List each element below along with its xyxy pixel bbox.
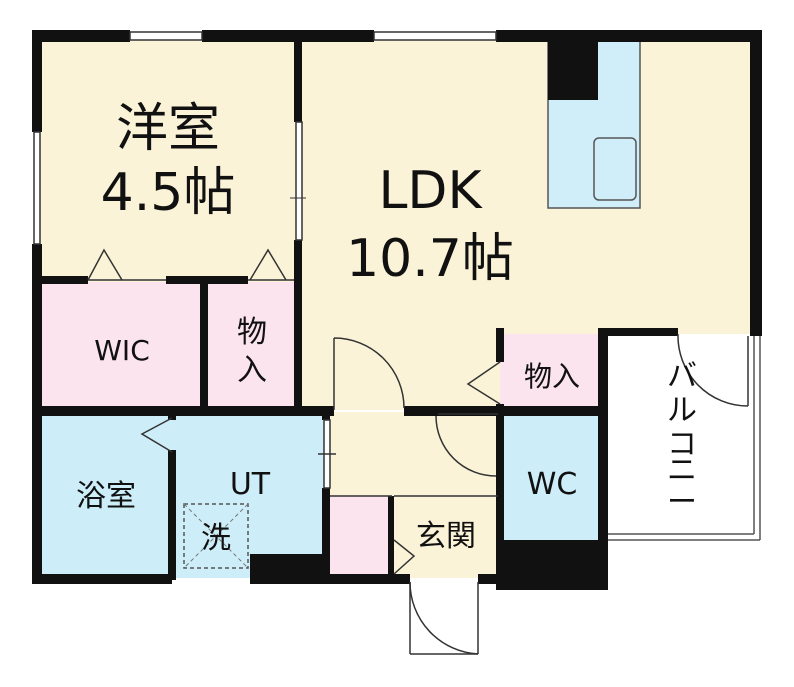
storage-1-area [204,282,298,410]
shoe-storage-area [330,496,392,578]
hall-area [328,412,500,496]
utility-area [174,412,328,578]
storage-1-name-top: 物 [237,315,267,350]
washer-label: 洗 [201,521,231,556]
western-room-area [40,32,298,282]
wc-area [500,412,604,546]
refrigerator-space [548,32,598,100]
windows [33,31,497,245]
balcony-char-1: バ [667,359,697,394]
balcony-char-3: コ [667,427,697,462]
balcony-char-4: ニ [667,453,697,488]
balcony-railing [608,336,761,541]
storage-2-area [500,334,604,412]
balcony-area [606,334,758,540]
wc-name: WC [527,467,578,502]
entrance-area [392,496,500,578]
western-room-name: 洋室 [116,99,220,159]
entrance-name: 玄関 [416,519,476,554]
doors [87,248,749,655]
walls [32,30,762,590]
wic-name: WIC [94,334,150,367]
washer-pan [183,503,249,569]
balcony-char-5: ー [667,485,697,520]
ldk-name: LDK [378,161,483,221]
western-room-size: 4.5帖 [101,163,236,223]
utility-name: UT [230,467,271,502]
wic-area [40,282,204,410]
balcony-char-2: ル [667,393,697,428]
ldk-size: 10.7帖 [346,229,514,289]
bathroom-name: 浴室 [76,479,136,514]
storage-2-name: 物入 [524,360,580,393]
kitchen-sink [593,137,637,201]
storage-1-name-bottom: 入 [237,353,267,388]
washer-pan-diagonal-2 [183,503,249,569]
balcony-label: バ ル コ ニ ー [667,359,697,520]
